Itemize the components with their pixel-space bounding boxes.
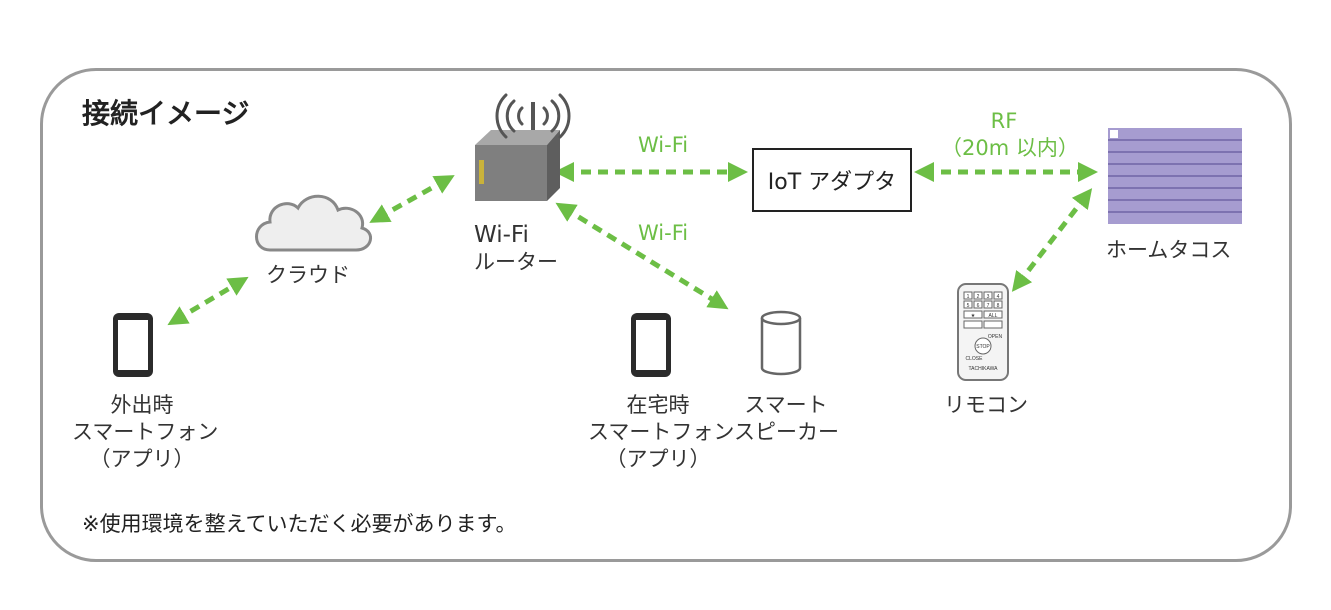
remote-key-6: 6 <box>977 303 980 309</box>
remote-open-label: OPEN <box>988 334 1003 340</box>
footnote: ※使用環境を整えていただく必要があります。 <box>82 512 517 536</box>
phone-out-line3: （アプリ） <box>89 447 195 471</box>
hometacos-label: ホームタコス <box>1106 238 1232 262</box>
remote-close-label: CLOSE <box>966 356 984 362</box>
router-label-line2: ルーター <box>474 250 558 274</box>
phone-home-label: 在宅時 スマートフォン （アプリ） <box>588 392 735 473</box>
rf-range-label: （20m 以内） <box>941 136 1079 160</box>
remote-brand-label: TACHIKAWA <box>969 366 999 372</box>
arrow-remote-hometacos <box>1011 188 1093 292</box>
phone-home-line1: 在宅時 <box>626 393 690 417</box>
speaker-line2: スピーカー <box>734 420 839 444</box>
diagram-frame <box>40 68 1292 562</box>
iot-adapter-box: IoT アダプタ <box>752 148 912 212</box>
remote-stop-label: STOP <box>976 344 990 350</box>
smartphone-home-icon <box>631 313 671 377</box>
router-label: Wi-Fi ルーター <box>474 222 558 276</box>
diagram-title: 接続イメージ <box>82 97 250 130</box>
speaker-line1: スマート <box>744 393 828 417</box>
rf-link-label: RF （20m 以内） <box>941 108 1079 162</box>
remote-label: リモコン <box>944 393 1028 417</box>
arrow-cloud-router <box>369 175 455 223</box>
cloud-label: クラウド <box>266 263 350 287</box>
router-label-line1: Wi-Fi <box>474 222 529 248</box>
remote-key-7: 7 <box>987 303 990 309</box>
arrow-phone-cloud <box>167 276 249 326</box>
speaker-label: スマート スピーカー <box>734 392 839 446</box>
phone-home-line2: スマートフォン <box>588 420 735 444</box>
remote-control-icon: 1 2 3 4 5 6 7 8 ★ ALL OPEN STOP CLOSE TA… <box>957 283 1009 381</box>
remote-key-1: 1 <box>967 294 970 300</box>
remote-key-2: 2 <box>977 294 980 300</box>
phone-out-line1: 外出時 <box>110 393 174 417</box>
wifi-link-label-top: Wi-Fi <box>638 133 689 157</box>
remote-key-5: 5 <box>967 303 970 309</box>
remote-key-8: 8 <box>997 303 1000 309</box>
iot-adapter-label: IoT アダプタ <box>767 170 897 195</box>
remote-key-all: ALL <box>989 313 998 319</box>
arrow-router-speaker <box>555 202 729 310</box>
remote-key-4: 4 <box>997 294 1000 300</box>
phone-out-line2: スマートフォン <box>72 420 219 444</box>
wifi-link-label-mid: Wi-Fi <box>638 221 689 245</box>
remote-key-star: ★ <box>971 313 976 319</box>
smart-speaker-icon <box>760 310 802 376</box>
smartphone-out-icon <box>113 313 153 377</box>
phone-out-label: 外出時 スマートフォン （アプリ） <box>72 392 219 473</box>
remote-key-3: 3 <box>987 294 990 300</box>
wifi-router-icon <box>475 93 571 201</box>
rf-label: RF <box>990 109 1018 133</box>
cloud-icon <box>255 194 372 252</box>
hometacos-shade-icon <box>1108 128 1242 224</box>
phone-home-line3: （アプリ） <box>605 447 711 471</box>
